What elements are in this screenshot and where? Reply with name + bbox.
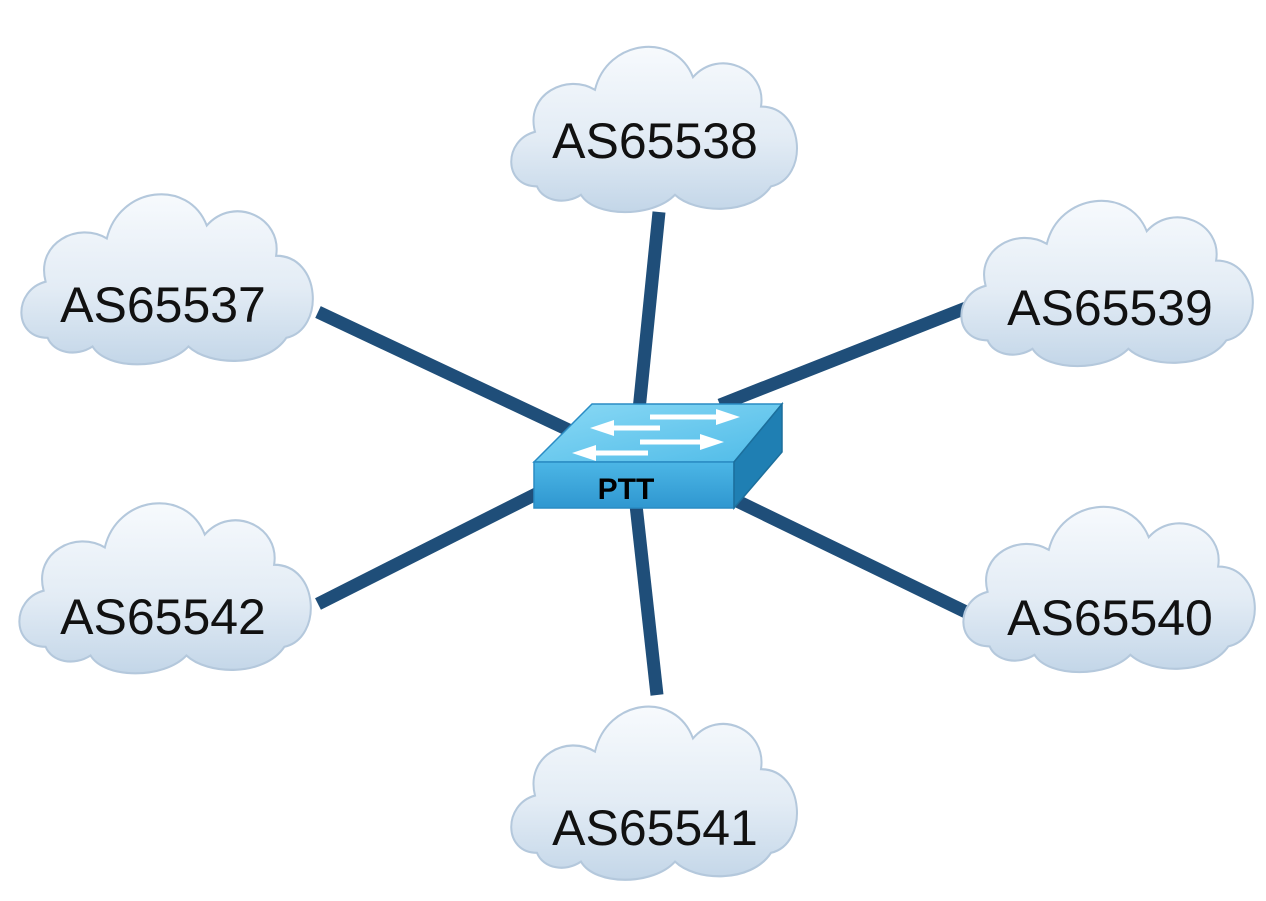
node-label-as65539: AS65539	[1007, 280, 1213, 336]
link-as65542	[315, 486, 543, 610]
link-as65538	[631, 211, 666, 421]
node-label-as65540: AS65540	[1007, 590, 1213, 646]
network-switch-icon	[532, 401, 784, 511]
node-label-as65541: AS65541	[552, 800, 758, 856]
hub-label: PTT	[598, 473, 655, 506]
link-as65541	[629, 504, 664, 696]
link-as65540	[732, 494, 969, 618]
node-label-as65538: AS65538	[552, 113, 758, 169]
link-as65539	[717, 301, 969, 412]
links-layer	[315, 211, 969, 696]
node-label-as65542: AS65542	[60, 589, 266, 645]
hub-switch: PTT	[532, 401, 784, 511]
node-label-as65537: AS65537	[60, 277, 266, 333]
link-as65537	[315, 306, 578, 439]
